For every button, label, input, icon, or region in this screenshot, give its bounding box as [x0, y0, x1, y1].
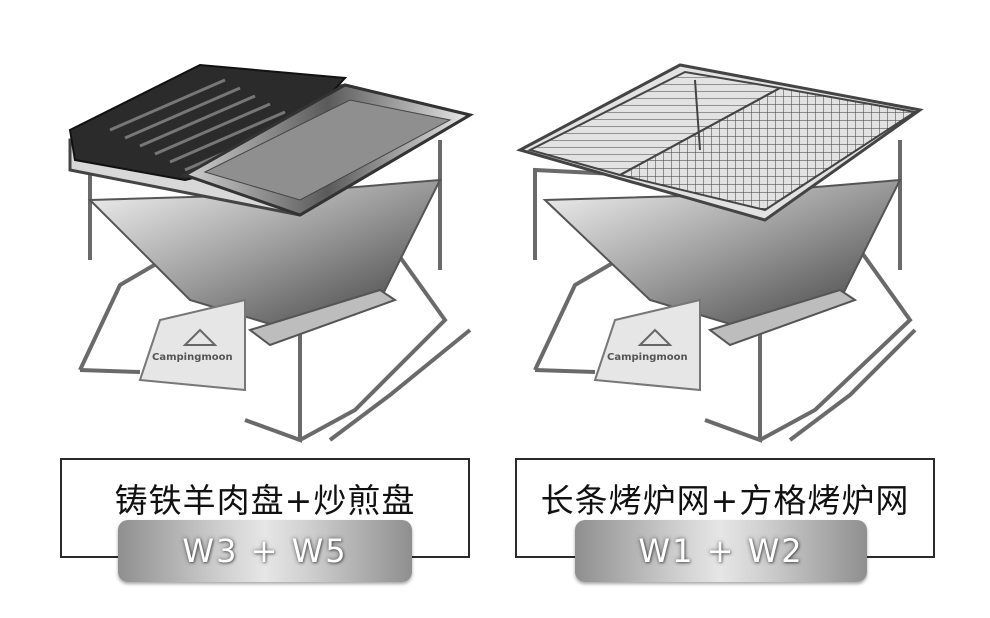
product-caption: 长条烤炉网+方格烤炉网	[540, 481, 910, 520]
product-caption: 铸铁羊肉盘+炒煎盘	[114, 481, 416, 520]
grill-with-mesh-grates-icon: Campingmoon	[516, 63, 924, 443]
brand-logo: Campingmoon	[607, 352, 688, 363]
brand-logo: Campingmoon	[152, 352, 233, 363]
product-card-w1-w2: Campingmoon 长条烤炉网+方格烤炉网 W1 + W2	[495, 0, 990, 618]
model-badge: W1 + W2	[575, 520, 867, 582]
grill-with-cast-iron-plate-and-pan-icon: Campingmoon	[68, 63, 474, 443]
model-codes: W3 + W5	[182, 532, 348, 570]
model-badge: W3 + W5	[118, 520, 412, 582]
model-codes: W1 + W2	[638, 532, 804, 570]
product-card-w3-w5: Campingmoon 铸铁羊肉盘+炒煎盘 W3 + W5	[60, 63, 474, 582]
